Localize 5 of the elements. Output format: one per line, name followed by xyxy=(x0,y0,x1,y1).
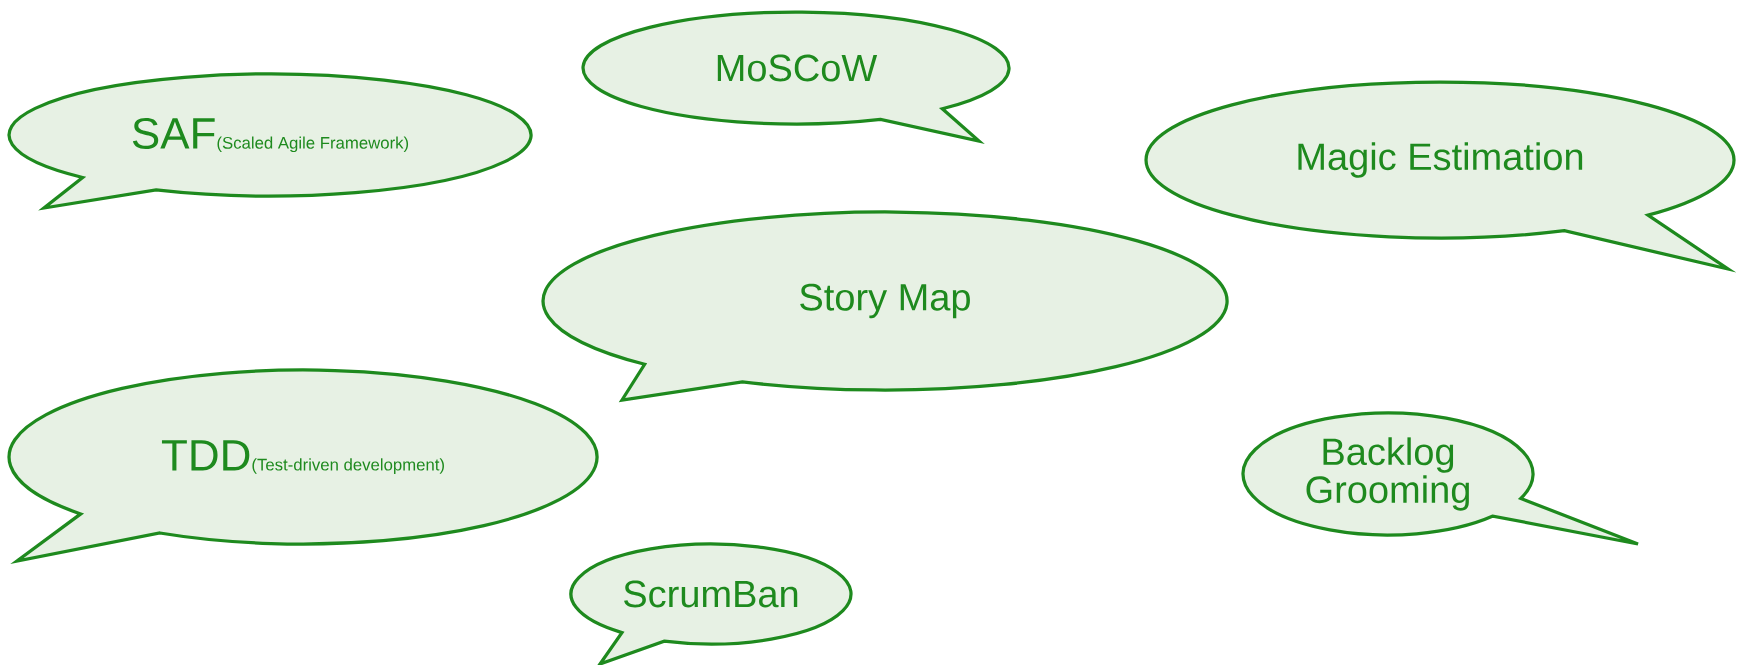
speech-bubble: Magic Estimation xyxy=(1144,80,1736,271)
speech-bubble: ScrumBan xyxy=(569,542,853,665)
speech-bubble: Story Map xyxy=(541,210,1229,402)
speech-bubble: MoSCoW xyxy=(581,10,1011,143)
speech-bubble: Backlog Grooming xyxy=(1241,411,1640,546)
